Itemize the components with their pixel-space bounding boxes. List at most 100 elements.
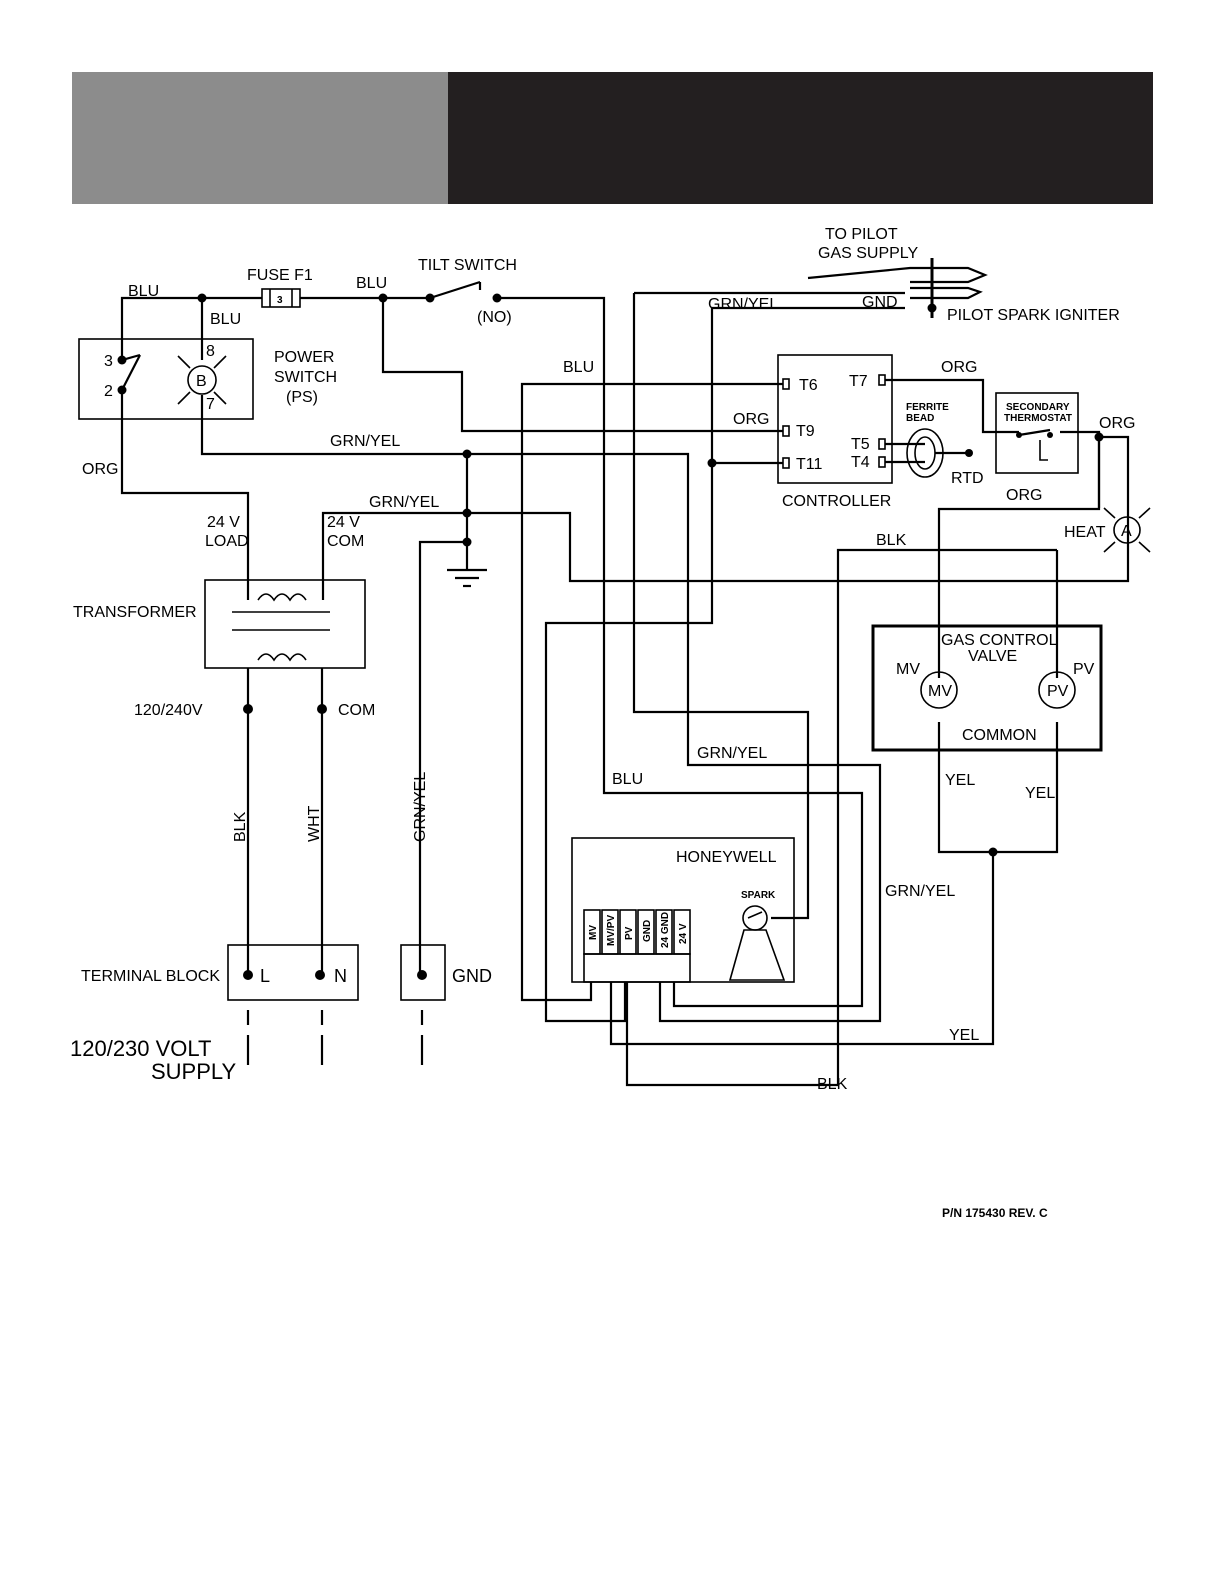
wires xyxy=(120,258,1130,1087)
hw-terminal-mv: MV xyxy=(588,925,599,940)
component-labels: FUSE F1 3 TILT SWITCH (NO) TO PILOT GAS … xyxy=(70,226,1132,1220)
wire-grnyel-right: GRN/YEL xyxy=(885,883,955,900)
power-switch-label-1: POWER xyxy=(274,349,334,366)
gas-valve-label-2: VALVE xyxy=(968,648,1017,665)
terminal-t6: T6 xyxy=(799,377,818,394)
wire-blu-ps: BLU xyxy=(210,311,241,328)
hw-terminal-pv: PV xyxy=(624,926,635,940)
ps-pin-8: 8 xyxy=(206,343,215,360)
heat-lamp xyxy=(1103,507,1151,553)
ps-pin-3: 3 xyxy=(104,353,113,370)
wire-grnyel-mid: GRN/YEL xyxy=(697,745,767,762)
hw-terminal-24gnd: 24 GND xyxy=(660,912,671,948)
controller xyxy=(777,354,966,484)
wire-gnd-pilot: GND xyxy=(862,294,898,311)
wire-blk-bottom: BLK xyxy=(817,1076,848,1093)
secondary-thermostat-label-1: SECONDARY xyxy=(1006,402,1070,413)
secondary-thermostat xyxy=(995,392,1079,474)
fuse-label: FUSE F1 xyxy=(247,267,313,284)
wire-org-right: ORG xyxy=(1006,487,1042,504)
heat-label: HEAT xyxy=(1064,524,1106,541)
terminal-l: L xyxy=(260,966,270,986)
load-label-1: 24 V xyxy=(207,514,240,531)
hw-terminal-gnd: GND xyxy=(642,920,653,942)
ferrite-label-1: FERRITE xyxy=(906,402,949,413)
header-gray-band xyxy=(72,72,448,204)
wire-yel-right: YEL xyxy=(1025,785,1055,802)
heat-lamp-letter: A xyxy=(1121,523,1132,540)
valve-mv-inner: MV xyxy=(928,683,952,700)
wire-blk-valve: BLK xyxy=(876,532,907,549)
com-label-1: 24 V xyxy=(327,514,360,531)
wire-blk-vertical: BLK xyxy=(232,811,249,842)
terminal-t7: T7 xyxy=(849,373,868,390)
valve-pv-inner: PV xyxy=(1047,683,1069,700)
input-voltage-label: 120/240V xyxy=(134,702,203,719)
wire-grnyel-tf: GRN/YEL xyxy=(369,494,439,511)
wire-blu-low: BLU xyxy=(612,771,643,788)
valve-common-label: COMMON xyxy=(962,727,1037,744)
valve-mv-outer: MV xyxy=(896,661,920,678)
wire-yel-left: YEL xyxy=(945,772,975,789)
valve-pv-outer: PV xyxy=(1073,661,1095,678)
transformer-label: TRANSFORMER xyxy=(73,604,197,621)
wire-grnyel-pilot: GRN/YEL xyxy=(708,296,778,313)
terminal-t4: T4 xyxy=(851,454,870,471)
ps-pin-7: 7 xyxy=(206,396,215,413)
wire-grnyel-main: GRN/YEL xyxy=(330,433,400,450)
terminal-t11: T11 xyxy=(796,456,822,473)
load-label-2: LOAD xyxy=(205,533,249,550)
ps-pin-2: 2 xyxy=(104,383,113,400)
tilt-switch xyxy=(429,280,482,300)
primary-com-label: COM xyxy=(338,702,375,719)
fuse-number: 3 xyxy=(277,295,283,306)
secondary-thermostat-label-2: THERMOSTAT xyxy=(1004,413,1072,424)
wire-blu-t6: BLU xyxy=(563,359,594,376)
tilt-switch-label: TILT SWITCH xyxy=(418,257,517,274)
wire-blu-fuse: BLU xyxy=(356,275,387,292)
com-label-2: COM xyxy=(327,533,364,550)
honeywell-module xyxy=(571,837,795,983)
wire-yel-bottom: YEL xyxy=(949,1027,979,1044)
to-pilot-label: TO PILOT xyxy=(825,226,898,243)
supply-label-1: 120/230 VOLT xyxy=(70,1036,211,1061)
terminal-blocks xyxy=(227,944,446,1001)
gas-control-valve xyxy=(871,624,1103,752)
ps-lamp-letter: B xyxy=(196,373,207,390)
gas-supply-label: GAS SUPPLY xyxy=(818,245,919,262)
terminal-n: N xyxy=(334,966,347,986)
hw-terminal-mvpv: MV/PV xyxy=(606,915,617,946)
header-black-band xyxy=(448,72,1153,204)
wire-wht-vertical: WHT xyxy=(306,805,323,842)
gas-valve-label-1: GAS CONTROL xyxy=(941,632,1058,649)
power-switch-label-3: (PS) xyxy=(286,389,318,406)
tilt-switch-no: (NO) xyxy=(477,309,512,326)
wire-labels: BLU BLU BLU BLU BLU ORG ORG ORG ORG ORG … xyxy=(82,275,1135,1093)
junction-dots xyxy=(117,293,1104,980)
fuse xyxy=(261,288,301,308)
honeywell-label: HONEYWELL xyxy=(676,849,777,866)
hw-terminal-24v: 24 V xyxy=(678,923,689,944)
terminal-t9: T9 xyxy=(796,423,815,440)
terminal-t5: T5 xyxy=(851,436,870,453)
terminal-gnd: GND xyxy=(452,966,492,986)
ground-symbol xyxy=(447,568,487,588)
transformer xyxy=(204,575,366,669)
wire-org-heat: ORG xyxy=(1099,415,1135,432)
terminal-block-label: TERMINAL BLOCK xyxy=(81,968,220,985)
part-number: P/N 175430 REV. C xyxy=(942,1206,1048,1220)
pilot-spark-igniter-label: PILOT SPARK IGNITER xyxy=(947,307,1120,324)
rtd-label: RTD xyxy=(951,470,984,487)
wire-grnyel-vertical: GRN/YEL xyxy=(412,772,429,842)
wire-org-t9: ORG xyxy=(733,411,769,428)
spark-label: SPARK xyxy=(741,890,776,901)
wire-org-t7: ORG xyxy=(941,359,977,376)
wire-org-ps: ORG xyxy=(82,461,118,478)
ferrite-label-2: BEAD xyxy=(906,413,934,424)
wire-blu-top: BLU xyxy=(128,283,159,300)
controller-label: CONTROLLER xyxy=(782,493,891,510)
power-switch-label-2: SWITCH xyxy=(274,369,337,386)
power-switch xyxy=(78,338,254,420)
supply-label-2: SUPPLY xyxy=(151,1059,237,1084)
